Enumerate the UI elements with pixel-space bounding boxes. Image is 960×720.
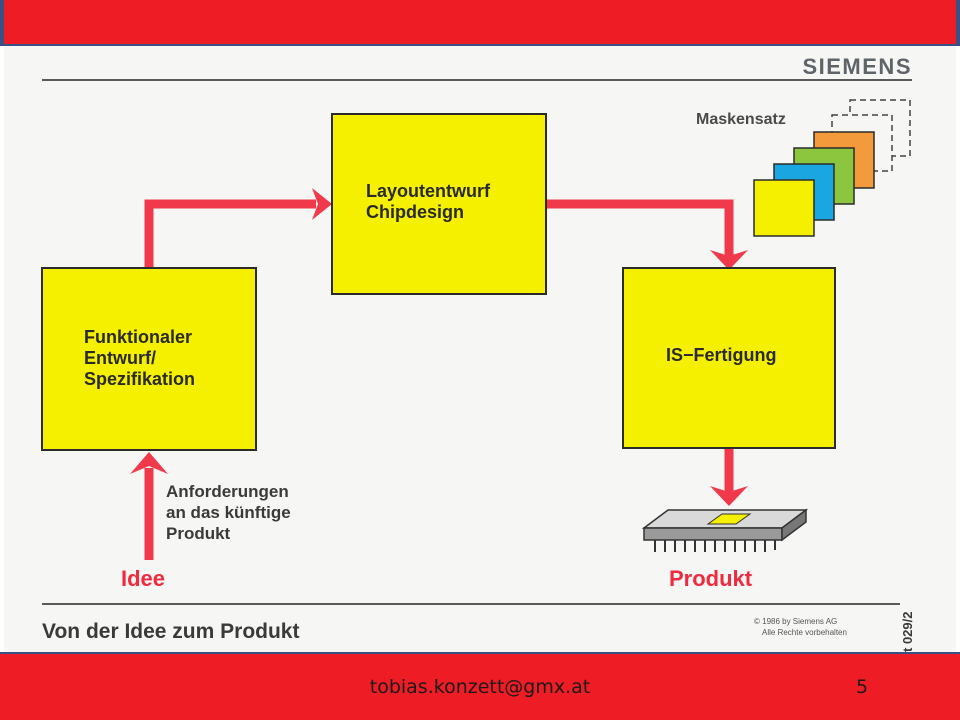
functional-line-3: Spezifikation (84, 369, 195, 389)
copyright-line-1: © 1986 by Siemens AG (754, 617, 837, 626)
functional-box-text: Funktionaler Entwurf/ Spezifikation (84, 327, 195, 389)
requirements-line-2: an das künftige (166, 503, 291, 522)
mask-set-illustration (753, 99, 911, 237)
layout-line-1: Layoutentwurf (366, 181, 491, 201)
copyright-notice: © 1986 by Siemens AG Alle Rechte vorbeha… (754, 617, 847, 637)
requirements-line-3: Produkt (166, 524, 231, 543)
top-banner-edge-right (956, 0, 960, 46)
product-label: Produkt (669, 566, 753, 591)
layout-line-2: Chipdesign (366, 202, 464, 222)
idea-label: Idee (121, 566, 165, 591)
brand-logo: SIEMENS (802, 54, 912, 79)
arrowhead-right (312, 188, 332, 220)
box-functional-design (41, 267, 257, 451)
box-layout-design (331, 113, 547, 295)
top-banner (0, 0, 960, 46)
chip-illustration (641, 508, 809, 552)
footer-email: tobias.konzett@gmx.at (369, 676, 591, 698)
arrowhead-up-functional (130, 452, 168, 474)
mask-set-label: Maskensatz (696, 111, 786, 128)
footer-bar: tobias.konzett@gmx.at 5 (0, 652, 960, 720)
chip-side (781, 508, 807, 542)
chip-front (643, 527, 783, 541)
arrow-to-fab (547, 199, 734, 258)
copyright-line-2: Alle Rechte vorbehalten (762, 628, 847, 637)
layout-box-text: Layoutentwurf Chipdesign (366, 181, 491, 222)
fab-box-label: IS−Fertigung (666, 345, 777, 365)
chip-die (706, 513, 752, 525)
flow-arrows (144, 199, 734, 560)
arrowhead-down-fab (710, 250, 748, 270)
mask-yellow (753, 179, 815, 237)
arrow-heads (130, 188, 748, 506)
document-code: t 029/2 (900, 612, 915, 652)
box-fabrication (622, 267, 836, 449)
functional-line-2: Entwurf/ (84, 348, 156, 368)
requirements-line-1: Anforderungen (166, 482, 289, 501)
functional-line-1: Funktionaler (84, 327, 192, 347)
arrowhead-down-product (710, 486, 748, 506)
top-banner-edge-left (0, 0, 4, 46)
requirements-text: Anforderungen an das künftige Produkt (166, 482, 291, 543)
arrow-to-layout (144, 199, 316, 268)
page-number: 5 (856, 676, 869, 698)
slide-title: Von der Idee zum Produkt (42, 620, 299, 643)
